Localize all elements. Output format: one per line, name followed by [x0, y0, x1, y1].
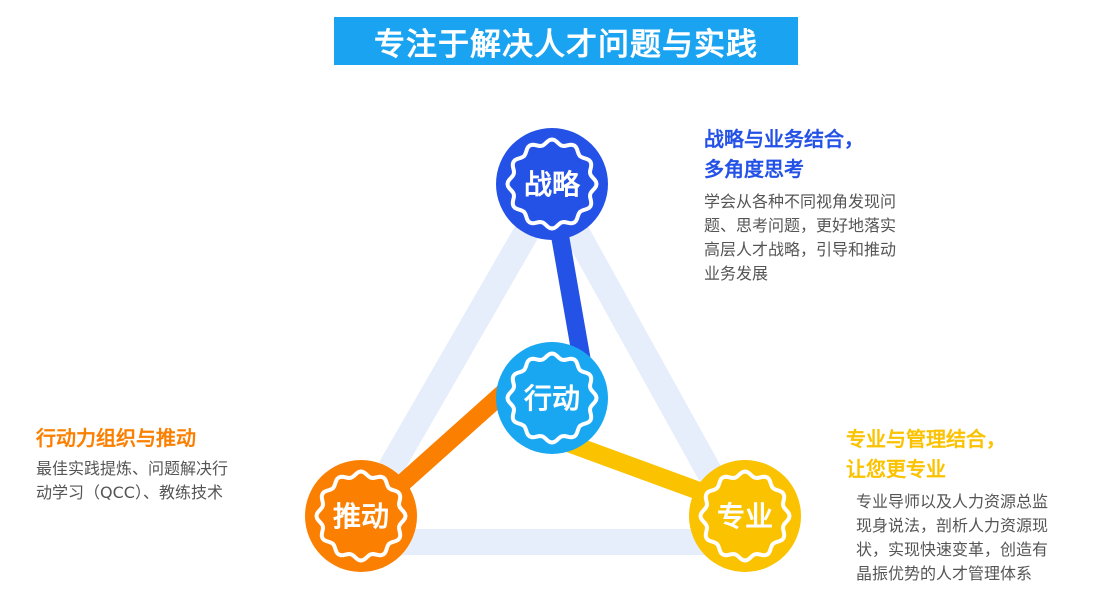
- node-push-label: 推动: [333, 500, 389, 533]
- strategy-body-line: 题、思考问题，更好地落实: [704, 216, 897, 235]
- strategy-heading-line-2: 多角度思考: [704, 157, 804, 181]
- pro-body-line: 现身说法，剖析人力资源现: [856, 516, 1049, 535]
- push-heading-line-1: 行动力组织与推动: [36, 426, 196, 450]
- node-strategy-badge: [505, 137, 599, 231]
- strategy-block: 战略与业务结合， 多角度思考 学会从各种不同视角发现问 题、思考问题，更好地落实…: [704, 124, 896, 286]
- push-description: 最佳实践提炼、问题解决行 动学习（QCC）、教练技术: [36, 457, 228, 505]
- title-banner: 专注于解决人才问题与实践: [334, 17, 798, 65]
- node-push-badge: [314, 469, 408, 563]
- pro-body-line: 状，实现快速变革，创造有: [856, 540, 1049, 559]
- strategy-body-line: 业务发展: [704, 264, 769, 283]
- pro-body-line: 晶振优势的人才管理体系: [856, 564, 1033, 583]
- node-strategy-label: 战略: [524, 168, 581, 201]
- node-push: 推动: [305, 460, 417, 572]
- node-pro-badge: [698, 469, 792, 563]
- push-block: 行动力组织与推动 最佳实践提炼、问题解决行 动学习（QCC）、教练技术: [36, 423, 228, 505]
- strategy-body-line: 学会从各种不同视角发现问: [704, 192, 897, 211]
- node-strategy: 战略: [496, 128, 608, 240]
- pro-body-line: 专业导师以及人力资源总监: [856, 492, 1049, 511]
- page-title: 专注于解决人才问题与实践: [374, 26, 758, 63]
- pro-description: 专业导师以及人力资源总监 现身说法，剖析人力资源现 状，实现快速变革，创造有 晶…: [856, 490, 1048, 586]
- pro-heading-line-1: 专业与管理结合，: [846, 427, 1006, 451]
- node-pro: 专业: [689, 460, 801, 572]
- background-triangle: [335, 175, 761, 555]
- push-heading: 行动力组织与推动: [36, 423, 228, 453]
- node-action-label: 行动: [523, 382, 580, 415]
- strategy-description: 学会从各种不同视角发现问 题、思考问题，更好地落实 高层人才战略，引导和推动 业…: [704, 190, 896, 286]
- strategy-heading-line-1: 战略与业务结合，: [704, 127, 864, 151]
- push-body-line: 动学习（QCC）、教练技术: [36, 483, 223, 502]
- pro-block: 专业与管理结合， 让您更专业 专业导师以及人力资源总监 现身说法，剖析人力资源现…: [846, 424, 1048, 586]
- strategy-heading: 战略与业务结合， 多角度思考: [704, 124, 896, 184]
- pro-heading-line-2: 让您更专业: [846, 457, 946, 481]
- node-action-badge: [505, 351, 599, 445]
- node-action: 行动: [496, 342, 608, 454]
- pro-heading: 专业与管理结合， 让您更专业: [846, 424, 1048, 484]
- push-body-line: 最佳实践提炼、问题解决行: [36, 459, 229, 478]
- node-pro-label: 专业: [717, 500, 773, 533]
- strategy-body-line: 高层人才战略，引导和推动: [704, 240, 897, 259]
